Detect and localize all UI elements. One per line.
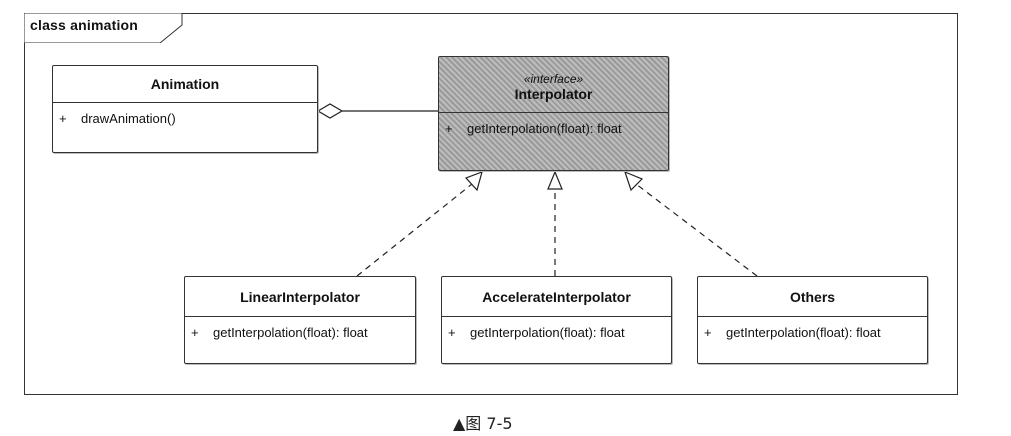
class-name: Others [789,288,836,305]
class-animation-header: Animation [53,66,317,103]
class-linear-members: + getInterpolation(float): float [185,317,415,348]
class-name: Interpolator [514,85,593,102]
class-animation-members: + drawAnimation() [53,103,317,134]
visibility-marker: + [191,325,199,340]
visibility-marker: + [704,325,712,340]
interface-interpolator-members: + getInterpolation(float): float [439,113,668,144]
stereotype-label: «interface» [523,71,584,86]
class-linear-header: LinearInterpolator [185,277,415,317]
realization-line-others [635,183,758,277]
class-accelerate-interpolator: AccelerateInterpolator + getInterpolatio… [441,276,672,364]
method-get-interpolation: getInterpolation(float): float [726,325,881,340]
frame-tab [24,13,183,43]
frame-label: class animation [30,17,139,33]
method-get-interpolation: getInterpolation(float): float [213,325,368,340]
class-name: Animation [150,76,220,92]
method-draw-animation: drawAnimation() [81,111,176,126]
figure-caption: ▲图 7-5 [453,414,513,433]
visibility-marker: + [59,111,67,126]
realization-line-linear [356,183,473,277]
class-linear-interpolator: LinearInterpolator + getInterpolation(fl… [184,276,416,364]
realization-arrow-accelerate [547,170,563,190]
interface-interpolator: «interface» Interpolator + getInterpolat… [438,56,669,171]
class-name: AccelerateInterpolator [482,288,631,305]
method-get-interpolation: getInterpolation(float): float [467,121,622,136]
class-others: Others + getInterpolation(float): float [697,276,928,364]
class-animation: Animation + drawAnimation() [52,65,318,153]
class-others-members: + getInterpolation(float): float [698,317,927,348]
class-name: LinearInterpolator [240,288,360,305]
class-accelerate-members: + getInterpolation(float): float [442,317,671,348]
diagram-frame [24,13,958,395]
interface-interpolator-header: «interface» Interpolator [439,57,668,113]
method-get-interpolation: getInterpolation(float): float [470,325,625,340]
class-others-header: Others [698,277,927,317]
visibility-marker: + [448,325,456,340]
visibility-marker: + [445,121,453,136]
aggregation-diamond [316,103,344,119]
realization-arrow-linear [464,171,483,192]
class-accelerate-header: AccelerateInterpolator [442,277,671,317]
realization-arrow-others [624,170,644,192]
